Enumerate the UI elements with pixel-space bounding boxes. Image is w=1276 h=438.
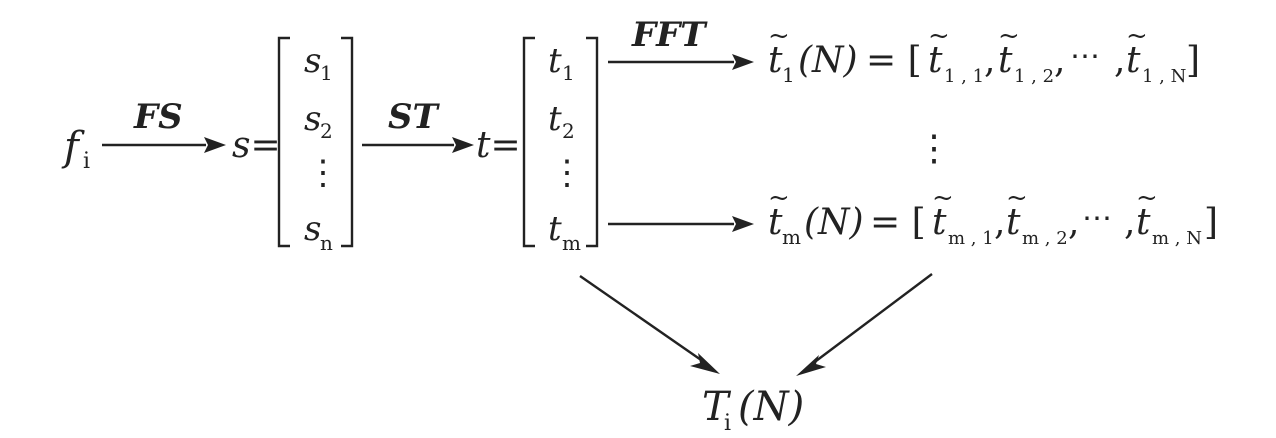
fft-arrow: FFT — [608, 15, 754, 70]
converge-right-arrow — [796, 273, 933, 376]
rowm-term2-base: t — [1006, 202, 1021, 243]
vector-t-bracket — [522, 36, 599, 248]
rowm-term1-base: t — [932, 202, 947, 243]
t-entry-2-base: t — [548, 99, 562, 139]
rowm-ellipsis: ⋯ — [1082, 201, 1112, 236]
bottom-row-arrow — [608, 216, 754, 232]
spectrum-row-1: ~ t 1 (N) = [ ~ t 1 , 1 , ~ t 1 , 2 , ⋯ … — [768, 21, 1200, 87]
st-label: ST — [388, 97, 441, 137]
tilde-mark: ~ — [1006, 183, 1028, 213]
fs-label: FS — [133, 97, 183, 137]
tilde-mark: ~ — [928, 21, 950, 51]
t-entry-m-sub: m — [562, 231, 581, 255]
row1-term1-sub: 1 , 1 — [944, 66, 984, 87]
row1-ellipsis: ⋯ — [1070, 39, 1100, 74]
s-entry-n-sub: n — [320, 231, 333, 255]
row1-last-sub: 1 , N — [1142, 66, 1186, 87]
fs-arrow: FS — [102, 97, 226, 153]
row1-term2-base: t — [998, 40, 1013, 81]
comma: , — [1054, 40, 1065, 81]
s-entry-1-base: s — [304, 41, 321, 81]
rowm-close: ] — [1204, 202, 1218, 243]
tilde-mark: ~ — [768, 21, 790, 51]
s-entry-2-sub: 2 — [320, 119, 333, 143]
t-entry-m-base: t — [548, 209, 562, 249]
row1-arg: (N) — [798, 40, 858, 81]
rowm-arg: (N) — [804, 202, 864, 243]
row1-lhs-base: t — [768, 40, 783, 81]
fft-label: FFT — [631, 15, 708, 55]
rowm-last-sub: m , N — [1152, 228, 1202, 249]
tilde-mark: ~ — [998, 21, 1020, 51]
row1-lhs-sub: 1 — [782, 63, 795, 87]
s-entry-2-base: s — [304, 99, 321, 139]
tilde-mark: ~ — [1136, 183, 1158, 213]
rowm-term2-sub: m , 2 — [1022, 228, 1068, 249]
comma: , — [1124, 202, 1135, 243]
input-signal: f i — [61, 124, 90, 174]
tilde-mark: ~ — [932, 183, 954, 213]
rowm-lhs-sub: m — [782, 225, 801, 249]
input-subscript: i — [83, 149, 90, 174]
vector-s-bracket — [277, 36, 354, 248]
s-entry-vdots: ⋮ — [306, 153, 340, 193]
comma: , — [984, 40, 995, 81]
comma: , — [1114, 40, 1125, 81]
converge-left-arrow — [579, 275, 720, 374]
vector-t-lhs: t= — [476, 125, 521, 166]
st-arrow: ST — [362, 97, 474, 153]
comma: , — [1068, 202, 1079, 243]
tilde-mark: ~ — [768, 183, 790, 213]
rowm-last-base: t — [1136, 202, 1151, 243]
output-result: T i (N) — [702, 384, 804, 436]
vector-s-lhs: s= — [232, 125, 281, 166]
rowm-equals: = [ — [870, 202, 926, 243]
rowm-term1-sub: m , 1 — [948, 228, 994, 249]
rowm-lhs-base: t — [768, 202, 783, 243]
input-base: f — [61, 124, 85, 170]
row1-term1-base: t — [928, 40, 943, 81]
row1-equals: = [ — [866, 40, 922, 81]
comma: , — [994, 202, 1005, 243]
t-entry-vdots: ⋮ — [550, 153, 584, 193]
s-entry-n-base: s — [304, 209, 321, 249]
t-entry-2-sub: 2 — [562, 119, 575, 143]
t-entry-1-base: t — [548, 41, 562, 81]
output-arg: (N) — [738, 384, 804, 430]
tilde-mark: ~ — [1126, 21, 1148, 51]
t-entry-1-sub: 1 — [562, 61, 575, 85]
output-subscript: i — [724, 411, 731, 436]
s-entry-1-sub: 1 — [320, 61, 333, 85]
rows-vdots: ⋮ — [916, 128, 952, 169]
row1-close: ] — [1186, 40, 1200, 81]
spectrum-row-m: ~ t m (N) = [ ~ t m , 1 , ~ t m , 2 , ⋯ … — [768, 183, 1218, 249]
row1-last-base: t — [1126, 40, 1141, 81]
vector-t-entries: t 1 t 2 ⋮ t m — [548, 41, 584, 255]
vector-s-entries: s 1 s 2 ⋮ s n — [304, 41, 340, 255]
output-base: T — [702, 384, 732, 430]
row1-term2-sub: 1 , 2 — [1014, 66, 1054, 87]
